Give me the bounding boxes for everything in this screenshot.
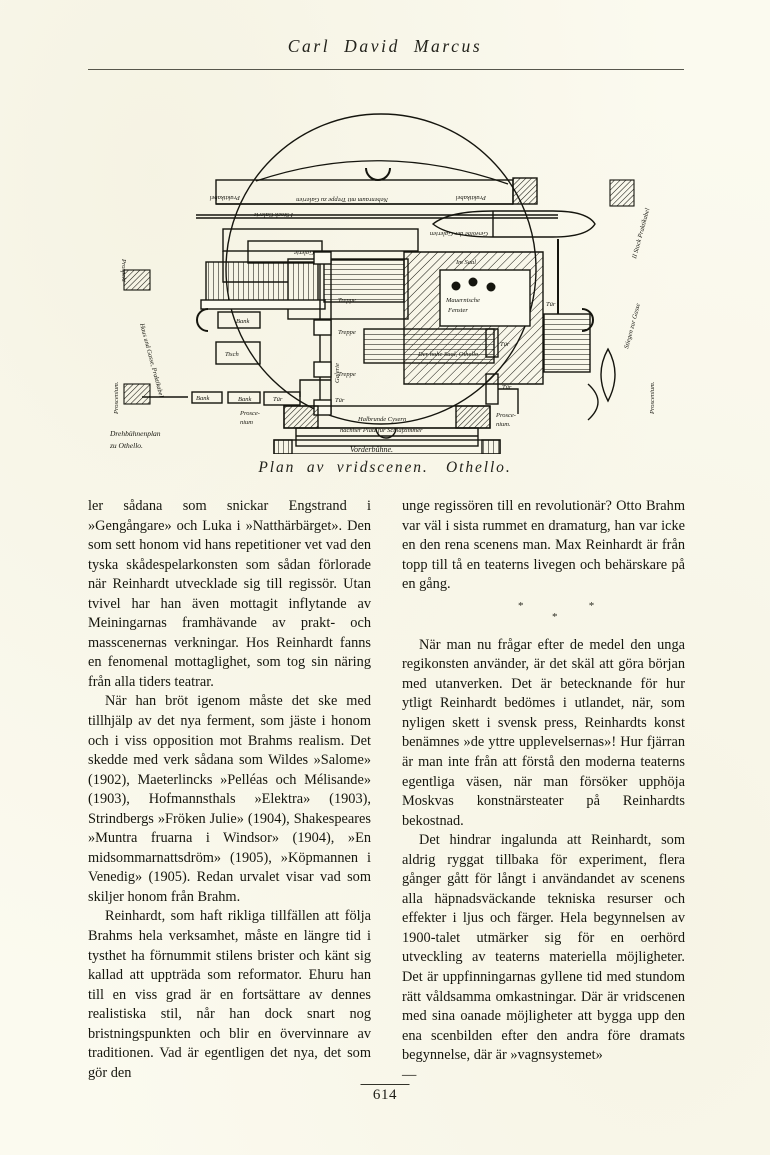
paragraph: — bbox=[402, 1066, 417, 1083]
fig-label-window-1: Mauernische bbox=[445, 297, 480, 304]
paragraph: ler sådana som snickar Engstrand i »Geng… bbox=[88, 498, 371, 690]
fig-label-galerie-corridor: Galerie bbox=[334, 363, 341, 383]
paragraph: Reinhardt, som haft rikliga tillfällen a… bbox=[88, 908, 371, 1081]
paragraph: När han bröt igenom måste det ske med ti… bbox=[88, 693, 371, 905]
fig-label-tuer-2: Tür bbox=[273, 396, 283, 403]
fig-label-prosc-right-1: Prosce- bbox=[495, 412, 516, 419]
figure-stage-plan: Praktikabel Praktikabel Nebenraum mit Tr… bbox=[88, 84, 684, 454]
column-left: ler sådana som snickar Engstrand i »Geng… bbox=[88, 497, 371, 1081]
fig-label-praktikabel-left: Praktikabel bbox=[209, 194, 241, 201]
paragraph: Det hindrar ingalunda att Reinhardt, som… bbox=[402, 832, 685, 1064]
fig-label-prosc-far-right: Proscenium. bbox=[649, 381, 656, 415]
paragraph: unge regissören till en revolutionär? Ot… bbox=[402, 498, 685, 593]
paragraph: När man nu frågar efter de medel den ung… bbox=[402, 636, 685, 829]
asterisk-divider: * * * bbox=[402, 599, 685, 627]
figure-caption: Plan av vridscenen. Othello. bbox=[258, 459, 512, 476]
fig-label-hall: Der hohe Saal, Othello bbox=[417, 351, 479, 358]
fig-label-prosc-left-1: Prosce- bbox=[239, 410, 260, 417]
fig-label-gewoelbe: Gewölbe der Galerien bbox=[430, 230, 488, 237]
fig-label-bank-2: Bank bbox=[238, 396, 251, 403]
asterisk-1: * bbox=[518, 599, 524, 612]
page-number: 614 bbox=[372, 1087, 398, 1103]
body-columns: ler sådana som snickar Engstrand i »Geng… bbox=[88, 497, 685, 1083]
fig-label-tuer-1: Tür bbox=[335, 397, 345, 404]
header-rule bbox=[88, 69, 684, 70]
fig-label-prosc-right-2: nium. bbox=[496, 421, 511, 428]
fig-label-treppe-3: Treppe bbox=[338, 297, 356, 304]
running-head: Carl David Marcus bbox=[287, 36, 483, 56]
fig-label-tisch-1: Tisch bbox=[225, 351, 239, 358]
fig-label-bottom-note-1: Halbrunde Cysern bbox=[357, 416, 406, 423]
fig-label-treppe-1: Treppe bbox=[338, 329, 356, 336]
fig-label-praktikabel-right: Praktikabel bbox=[455, 194, 487, 201]
fig-label-tuer-4: Tür bbox=[502, 384, 512, 391]
fig-label-stiegen: Stiegen zur Gasse bbox=[623, 303, 642, 350]
column-right: unge regissören till en revolutionär? Ot… bbox=[402, 497, 685, 1083]
fig-label-prosc-far-left: Proscenium. bbox=[113, 381, 120, 415]
folio-rule bbox=[360, 1084, 410, 1085]
fig-label-ii-stock: II Stock Praktikabel bbox=[631, 207, 652, 260]
fig-label-plan-title-1: Drehbühnenplan bbox=[109, 429, 161, 438]
fig-label-window-2: Fenster bbox=[447, 307, 468, 314]
asterisk-2: * bbox=[588, 599, 595, 612]
fig-label-bank-1: Bank bbox=[236, 318, 249, 325]
fig-label-forestage: Vorderbühne. bbox=[350, 445, 393, 454]
fig-label-bank-4: Bank bbox=[196, 395, 209, 402]
fig-label-tuer-3: Tür bbox=[500, 341, 510, 348]
fig-label-plan-title-2: zu Othello. bbox=[109, 441, 143, 450]
fig-label-tuer-5: Tür bbox=[546, 301, 556, 308]
fig-label-nebenraum: Nebenraum mit Treppe zu Galerien bbox=[296, 196, 389, 203]
fig-label-inner: Im Saal bbox=[455, 259, 476, 266]
fig-label-prospekt: Prospekt bbox=[120, 258, 127, 282]
fig-label-gallery-1: I Stock Galerie bbox=[254, 211, 294, 218]
fig-label-bottom-note-2: nachher Platz für Schlafzimmer bbox=[340, 427, 423, 434]
fig-label-prosc-left-2: nium bbox=[240, 419, 253, 426]
asterisk-3: * bbox=[551, 610, 558, 623]
fig-label-galerie-stairs: Galerie bbox=[294, 249, 314, 256]
fig-label-treppe-2: Treppe bbox=[338, 371, 356, 378]
